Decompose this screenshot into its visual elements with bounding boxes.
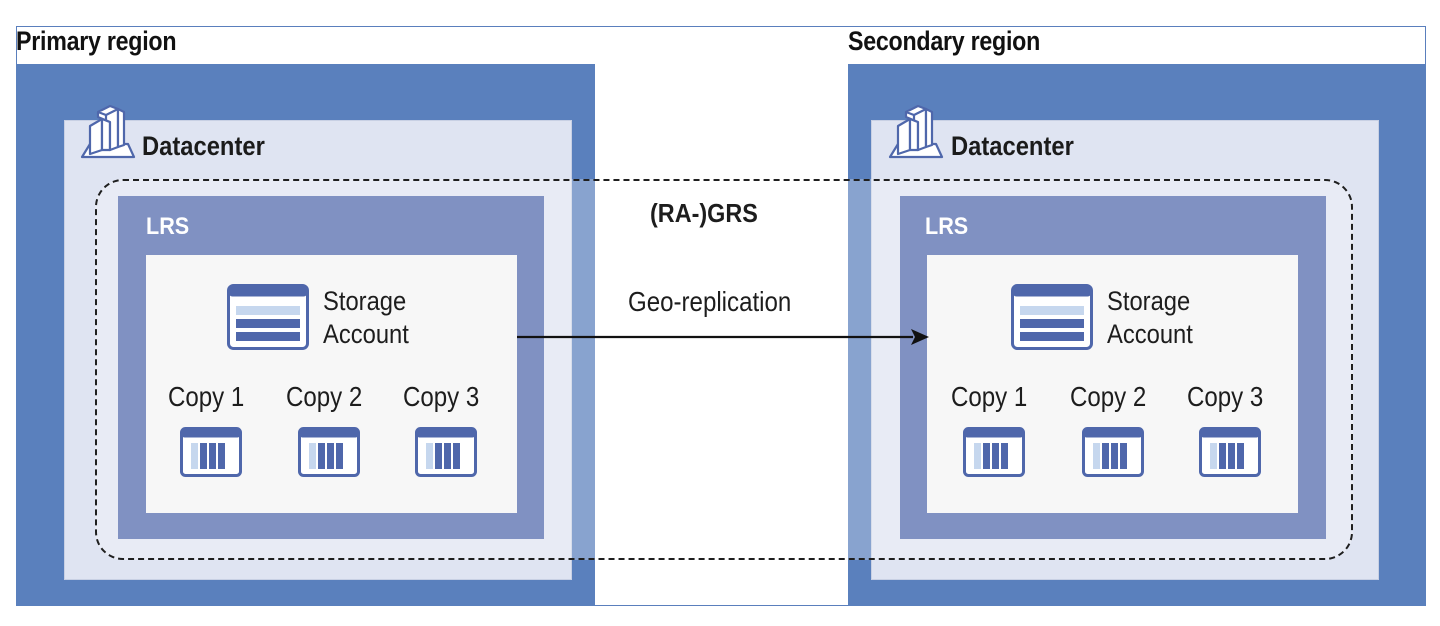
storage-account-icon [1011, 284, 1093, 350]
blob-copy-icon [415, 427, 477, 477]
datacenter-icon [76, 100, 136, 160]
storage-label-line2: Account [1107, 319, 1193, 349]
geo-replication-arrow [517, 329, 929, 345]
blob-copy-icon [298, 427, 360, 477]
secondary-storage-account-label: Storage Account [1107, 285, 1193, 351]
primary-region-label: Primary region [16, 26, 177, 56]
grs-title: (RA-)GRS [650, 198, 758, 228]
secondary-copy-1-label: Copy 1 [951, 381, 1028, 412]
secondary-copy-2-label: Copy 2 [1070, 381, 1147, 412]
datacenter-icon [884, 100, 944, 160]
primary-storage-account-label: Storage Account [323, 285, 409, 351]
secondary-datacenter-label: Datacenter [951, 131, 1074, 161]
blob-copy-icon [1082, 427, 1144, 477]
storage-label-line1: Storage [1107, 286, 1191, 316]
primary-copy-3-label: Copy 3 [403, 381, 480, 412]
storage-label-line1: Storage [323, 286, 407, 316]
primary-datacenter-label: Datacenter [142, 131, 265, 161]
grs-boundary [95, 179, 1353, 560]
secondary-lrs-label: LRS [925, 213, 969, 240]
geo-replication-label: Geo-replication [628, 286, 792, 317]
primary-copy-1-label: Copy 1 [168, 381, 245, 412]
secondary-copy-3-label: Copy 3 [1187, 381, 1264, 412]
storage-label-line2: Account [323, 319, 409, 349]
primary-copy-2-label: Copy 2 [286, 381, 363, 412]
blob-copy-icon [963, 427, 1025, 477]
secondary-region-label: Secondary region [848, 26, 1041, 56]
primary-lrs-label: LRS [146, 213, 190, 240]
storage-account-icon [227, 284, 309, 350]
blob-copy-icon [180, 427, 242, 477]
blob-copy-icon [1199, 427, 1261, 477]
